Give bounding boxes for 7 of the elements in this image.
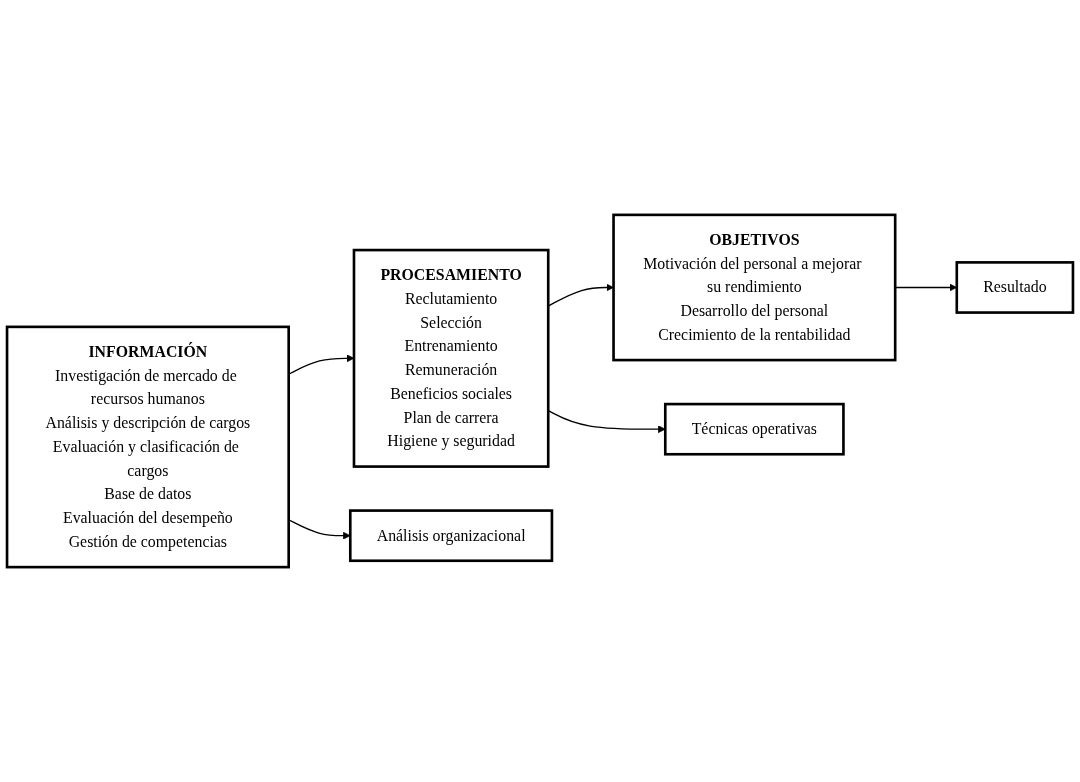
node-box: Resultado — [955, 261, 1075, 314]
arrow — [288, 519, 351, 540]
node-box: INFORMACIÓN Investigación de mercado de recursos humanos Análisis y descripción de cargos Evaluación y clasificación de cargos Base de datos Evaluación del desempeño Gestión de competencias — [5, 325, 290, 569]
node-box: Técnicas operativas — [663, 402, 845, 456]
node-box: Análisis organizacional — [348, 509, 554, 563]
node-box: OBJETIVOS Motivación del personal a mejorar su rendimiento Desarrollo del personal Crecimiento de la rentabilidad — [612, 213, 897, 362]
node-box: PROCESAMIENTO Reclutamiento Selección Entrenamiento Remuneración Beneficios sociales Plan de carrera Higiene y seguridad — [352, 248, 550, 468]
